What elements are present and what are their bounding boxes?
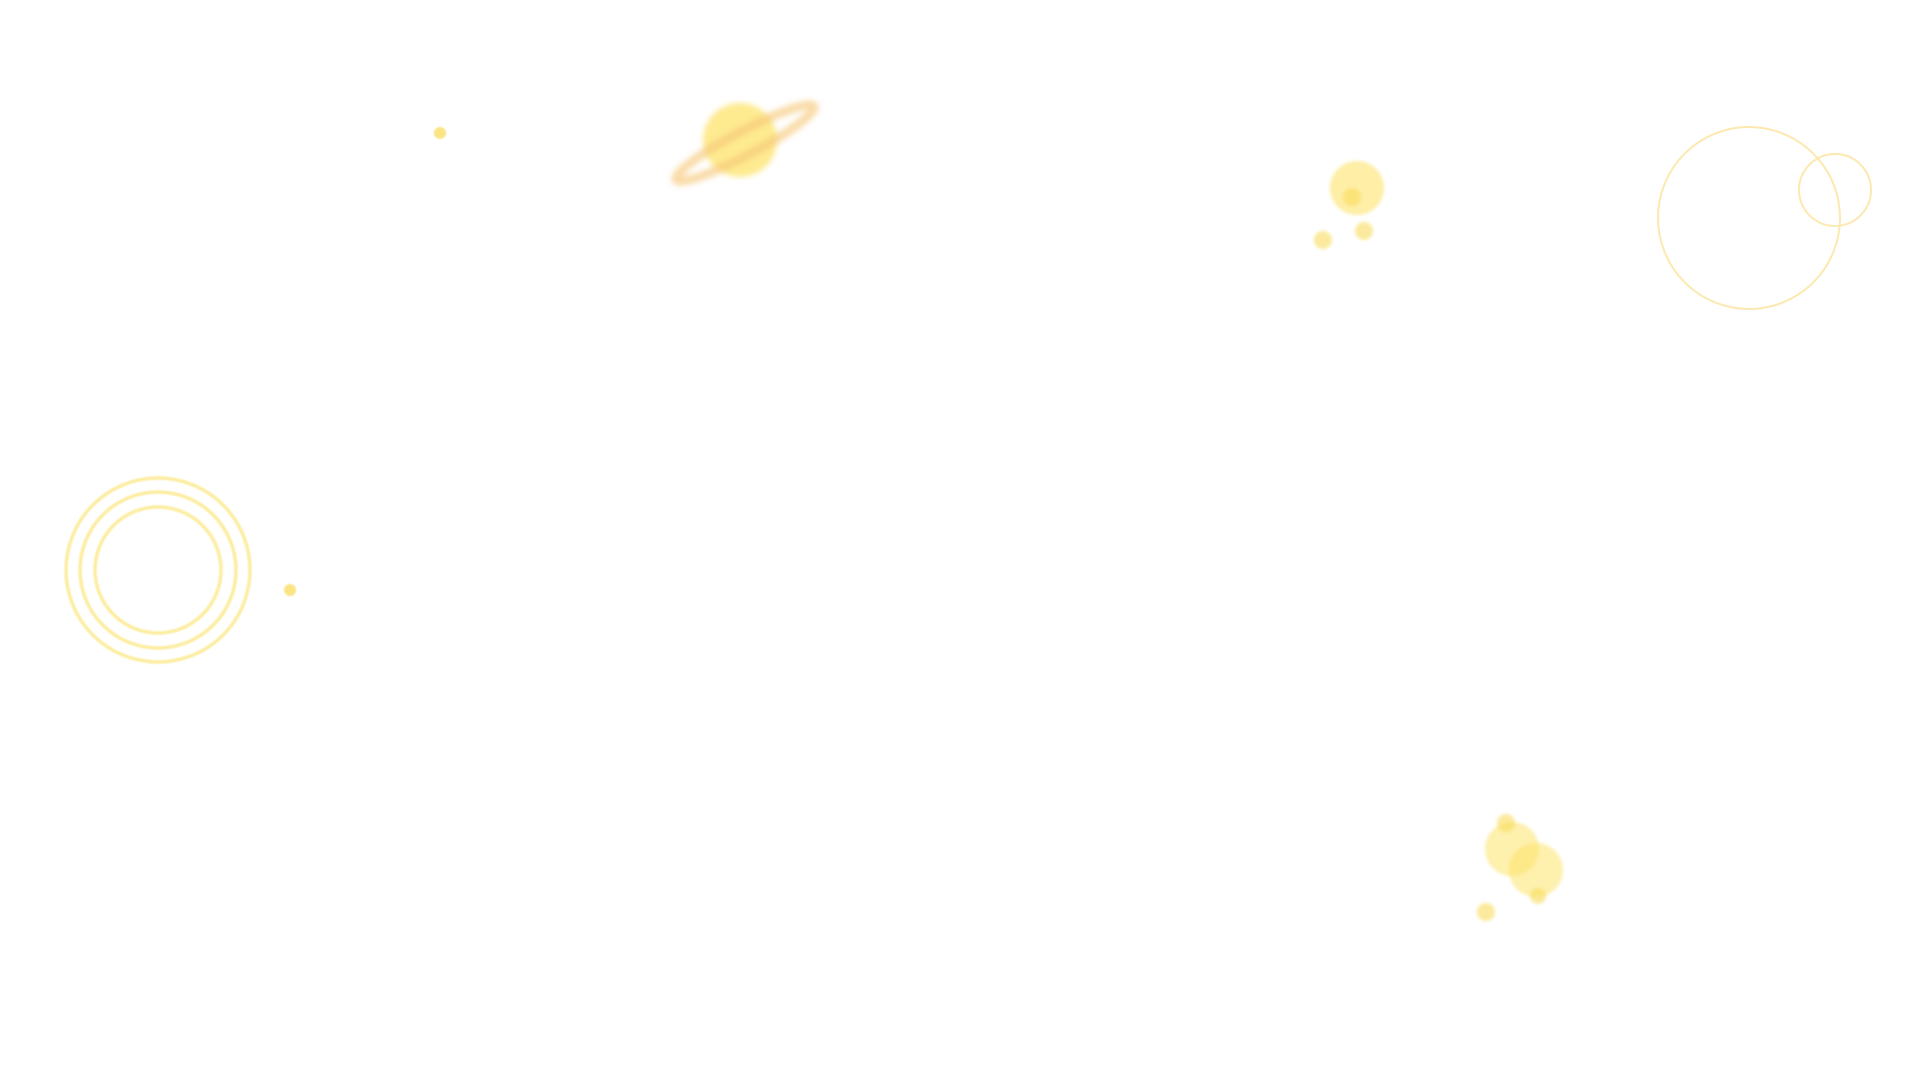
planet-icon bbox=[671, 100, 819, 186]
small-dot-icon bbox=[284, 584, 296, 596]
overlapping-circles-icon bbox=[1657, 126, 1872, 310]
concentric-rings-icon bbox=[64, 476, 252, 664]
bubble-group-icon bbox=[1477, 814, 1563, 921]
cluster-bubbles-icon bbox=[1314, 161, 1384, 249]
small-dot-icon bbox=[434, 127, 446, 139]
